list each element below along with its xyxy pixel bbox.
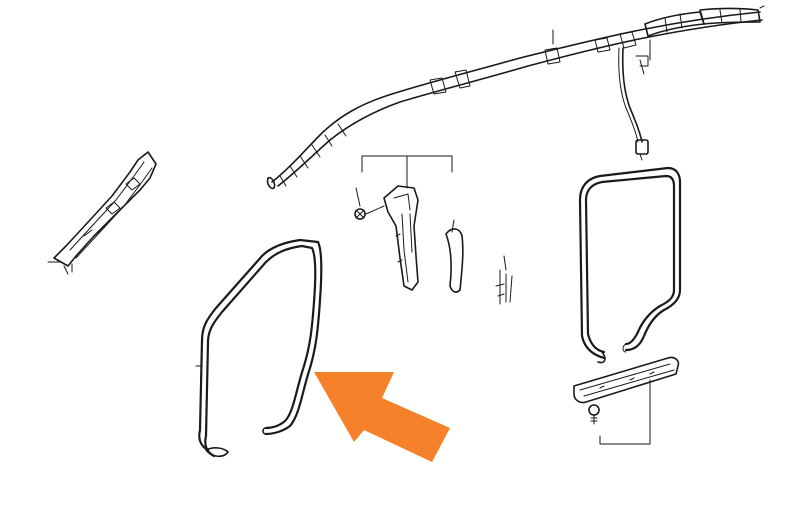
center-pillar-trim-assembly[interactable]: [354, 155, 513, 305]
screw-icon: [588, 404, 600, 425]
trim-clip-icon: [354, 187, 385, 220]
curtain-airbag[interactable]: [266, 5, 765, 190]
front-door-opening-weatherstrip[interactable]: [195, 238, 323, 458]
rear-door-opening-weatherstrip[interactable]: [578, 166, 682, 364]
airbag-harness[interactable]: [618, 47, 649, 161]
rear-scuff-plate[interactable]: [573, 356, 680, 445]
highlight-arrow-icon: [314, 372, 450, 462]
a-pillar-trim[interactable]: [47, 151, 157, 275]
